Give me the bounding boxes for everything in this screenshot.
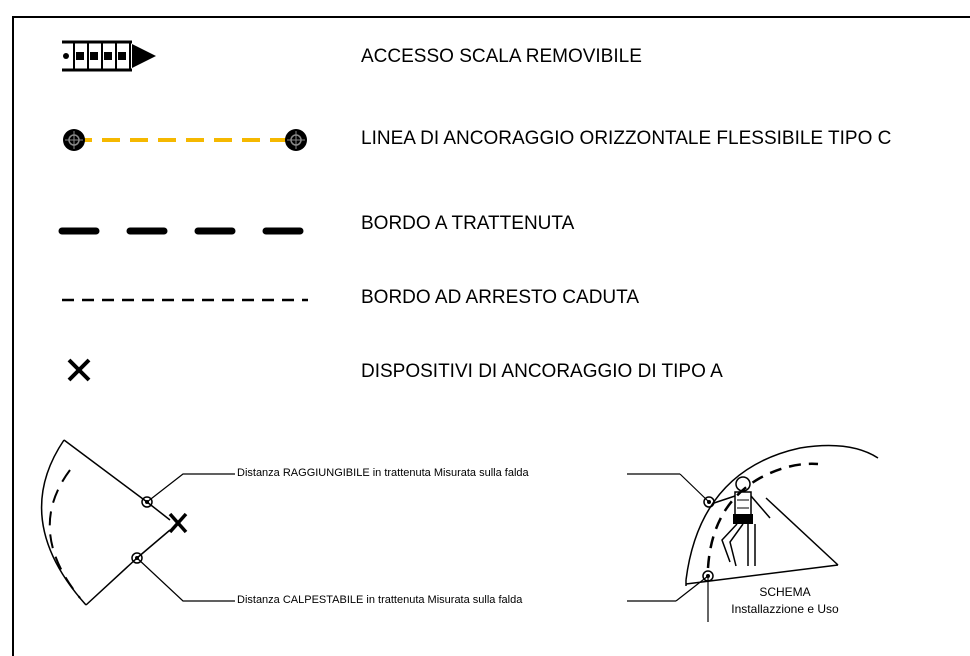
- legend-label-anchor-line: LINEA DI ANCORAGGIO ORIZZONTALE FLESSIBI…: [361, 128, 892, 149]
- reachable-distance-label: Distanza RAGGIUNGIBILE in trattenuta Mis…: [237, 467, 529, 479]
- thick-dash-line-icon: [58, 227, 312, 235]
- ladder-arrow-icon: [62, 40, 156, 72]
- legend-label-restraint-edge: BORDO A TRATTENUTA: [361, 213, 575, 234]
- walkable-distance-label: Distanza CALPESTABILE in trattenuta Misu…: [237, 594, 523, 606]
- schema-title: SCHEMA: [759, 585, 811, 599]
- x-mark-icon: [67, 358, 91, 382]
- drawing-frame: [12, 16, 970, 656]
- anchor-line-icon: [63, 129, 307, 151]
- legend-label-fall-arrest-edge: BORDO AD ARRESTO CADUTA: [361, 287, 640, 308]
- legend-label-ladder: ACCESSO SCALA REMOVIBILE: [361, 46, 642, 67]
- left-sector-diagram: [40, 439, 879, 622]
- thin-dash-line-icon: [62, 298, 308, 302]
- legend-label-anchor-device: DISPOSITIVI DI ANCORAGGIO DI TIPO A: [361, 361, 723, 382]
- schema-subtitle: Installazzione e Uso: [731, 602, 839, 616]
